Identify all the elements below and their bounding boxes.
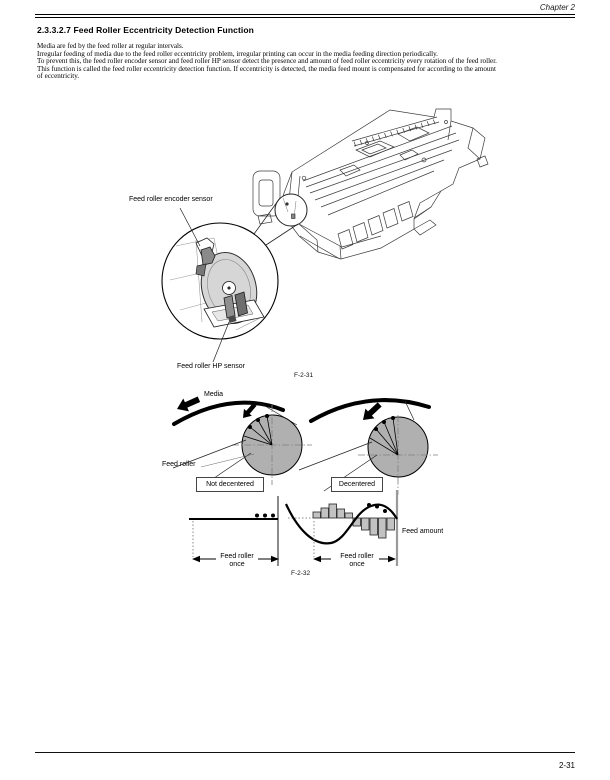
hp-sensor-label: Feed roller HP sensor: [177, 363, 245, 370]
compensation-bars: [312, 503, 395, 539]
not-decentered-box: Not decentered: [196, 477, 264, 492]
body-paragraph: Media are fed by the feed roller at regu…: [37, 42, 577, 81]
encoder-sensor: [195, 237, 216, 277]
encoder-sensor-label: Feed roller encoder sensor: [129, 196, 213, 203]
header-rule: [35, 14, 575, 19]
printer-illustration: [252, 108, 489, 260]
media-path-right: [309, 398, 431, 423]
media-arrow-icon: [243, 402, 257, 418]
media-arrow-icon: [363, 402, 382, 420]
media-label: Media: [204, 391, 224, 398]
page-number: 2-31: [558, 761, 575, 770]
paragraph-line: Media are fed by the feed roller at regu…: [37, 42, 184, 50]
encoder-label-leader: [179, 207, 201, 247]
feed-roller-label: Feed roller: [162, 461, 196, 468]
hp-sensor: [203, 291, 265, 328]
paragraph-line: of eccentricity.: [37, 72, 80, 80]
figure-caption-f-2-32: F-2-32: [291, 570, 311, 577]
sensor-location-circle: [274, 193, 308, 227]
feed-amount-label: Feed amount: [402, 528, 444, 535]
figure-caption-f-2-31: F-2-31: [294, 372, 314, 379]
paragraph-line: To prevent this, the feed roller encoder…: [37, 57, 497, 65]
chart-decentered: [285, 490, 399, 566]
feed-amount-wave: [285, 503, 398, 545]
feed-roller-once-label-right: Feed roller once: [340, 553, 374, 568]
chart-not-decentered: [189, 496, 279, 566]
magnifier-leader-lines: [253, 197, 299, 246]
hp-label-leader: [212, 321, 230, 363]
decentered-box: Decentered: [331, 477, 383, 492]
section-title: 2.3.3.2.7 Feed Roller Eccentricity Detec…: [37, 25, 254, 35]
magnifier-circle: [161, 222, 279, 340]
feed-roller-not-decentered: [172, 405, 312, 490]
footer-rule: [35, 752, 575, 754]
feed-roller-once-label-left: Feed roller once: [220, 553, 254, 568]
paragraph-line: This function is called the feed roller …: [37, 64, 496, 73]
chapter-header: Chapter 2: [539, 3, 575, 12]
paragraph-line: Irregular feeding of media due to the fe…: [37, 49, 438, 58]
media-arrow-icon: [177, 396, 201, 412]
